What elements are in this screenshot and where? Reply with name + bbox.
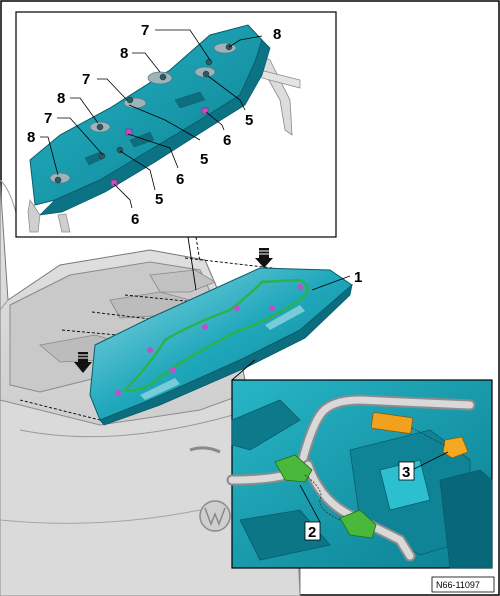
label-7-lower: 7 [44,110,52,127]
label-3: 3 [402,464,410,481]
label-3-box: 3 [398,461,415,481]
inset-clips [110,107,209,187]
label-6-middle: 6 [176,171,184,188]
label-5-right: 5 [245,112,253,129]
label-2: 2 [308,524,316,541]
green-connector [274,454,377,539]
leader-1 [311,275,351,291]
label-2-box: 2 [304,521,321,541]
label-6-right: 6 [223,132,231,149]
figure-id-box [431,576,495,593]
spoiler-main [89,267,353,426]
arrow-right-icon [255,248,273,268]
label-8-upper: 8 [120,45,128,62]
label-7-top: 7 [141,22,149,39]
arrow-left-icon [74,352,92,373]
figure-id: N66-11097 [436,580,480,590]
orange-connector [370,412,469,459]
spoiler-clips [115,284,303,396]
label-8-lower: 8 [27,129,35,146]
label-6-lower: 6 [131,211,139,228]
detail-top-inset: 7 8 8 7 8 7 8 5 6 5 6 5 6 [15,11,337,291]
wiring-harness [122,278,309,392]
label-7-middle: 7 [82,71,90,88]
label-1: 1 [354,269,362,286]
label-8-middle: 8 [57,90,65,107]
detail-bottom-inset: 3 2 [226,359,493,569]
label-5-middle: 5 [200,151,208,168]
label-5-lower: 5 [155,191,163,208]
label-8-top-right: 8 [273,26,281,43]
